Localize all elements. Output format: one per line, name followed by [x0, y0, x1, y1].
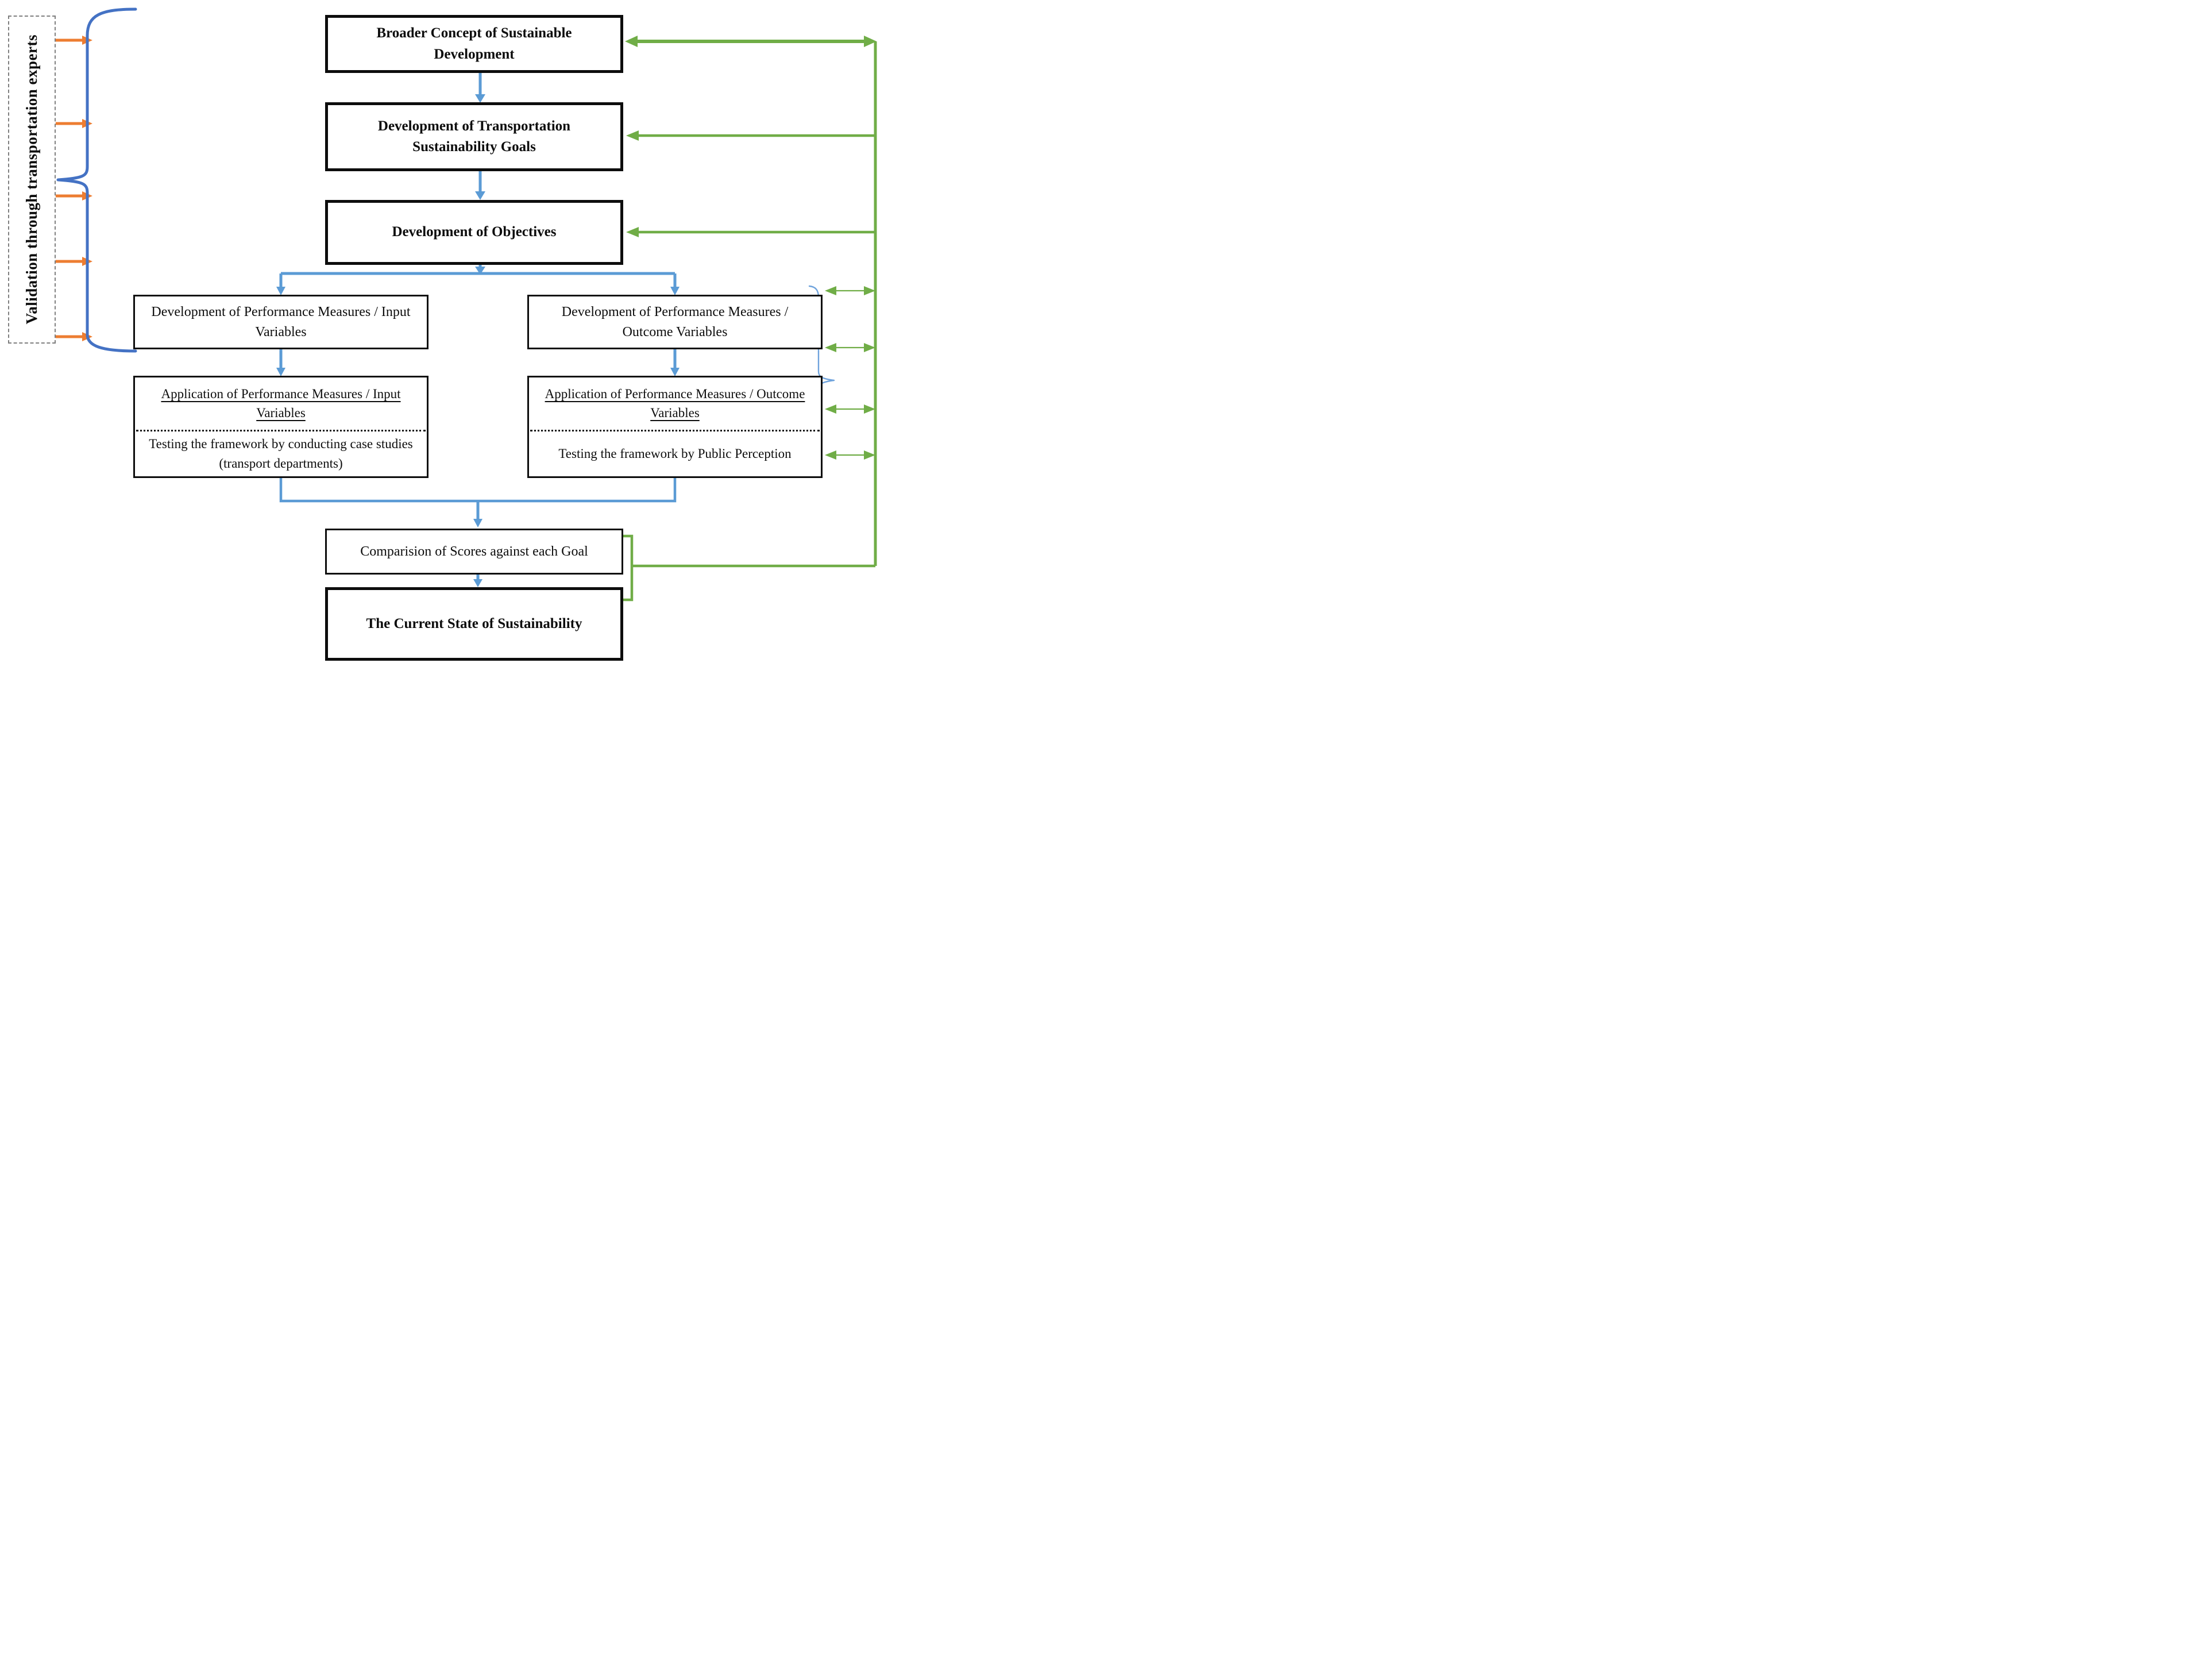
- box-outcome-application-title: Application of Performance Measures / Ou…: [545, 386, 805, 421]
- merge-line: [279, 478, 677, 503]
- box-input-application-note: Testing the framework by conducting case…: [149, 437, 413, 471]
- validation-panel-label: Validation through transportation expert…: [23, 34, 40, 325]
- box-current-state-label: The Current State of Sustainability: [366, 615, 582, 631]
- box-outcome-application: Application of Performance Measures / Ou…: [527, 376, 823, 478]
- down-arrow-icon: [475, 73, 485, 103]
- box-comparison-label: Comparision of Scores against each Goal: [360, 544, 588, 559]
- green-left-arrow-icon: [626, 227, 875, 237]
- green-double-arrow-icon: [825, 286, 875, 295]
- left-validation-brace-icon: [56, 7, 137, 353]
- green-double-arrow-icon: [825, 343, 875, 352]
- box-sustainability-goals-label: Development of Transportation Sustainabi…: [377, 118, 571, 155]
- box-current-state: The Current State of Sustainability: [325, 587, 623, 661]
- blue-flow-connectors: [276, 73, 680, 587]
- flowchart-figure: Validation through transportation expert…: [0, 0, 885, 664]
- box-input-application-title: Application of Performance Measures / In…: [161, 386, 401, 421]
- box-input-measures: Development of Performance Measures / In…: [133, 295, 428, 349]
- dotted-divider: [530, 429, 820, 431]
- green-feedback-loop: [623, 36, 877, 602]
- box-outcome-measures: Development of Performance Measures / Ou…: [527, 295, 823, 349]
- down-arrow-icon: [670, 273, 680, 295]
- connector-layer: [56, 7, 877, 602]
- box-outcome-application-note: Testing the framework by Public Percepti…: [558, 446, 792, 461]
- down-arrow-icon: [473, 501, 482, 527]
- box-broader-concept: Broader Concept of Sustainable Developme…: [325, 15, 623, 73]
- down-arrow-icon: [670, 349, 680, 376]
- down-arrow-icon: [473, 575, 482, 587]
- down-arrow-icon: [276, 349, 285, 376]
- down-arrow-icon: [475, 265, 485, 275]
- down-arrow-icon: [475, 171, 485, 200]
- validation-panel: Validation through transportation expert…: [8, 16, 56, 344]
- box-objectives-label: Development of Objectives: [392, 224, 557, 240]
- green-double-arrow-icon: [825, 404, 875, 414]
- feedback-elbow: [623, 534, 875, 602]
- box-sustainability-goals: Development of Transportation Sustainabi…: [325, 102, 623, 171]
- green-double-arrow-icon: [825, 450, 875, 460]
- box-comparison: Comparision of Scores against each Goal: [325, 529, 623, 575]
- box-broader-concept-label: Broader Concept of Sustainable Developme…: [376, 25, 572, 62]
- green-double-arrow-icon: [625, 36, 877, 47]
- green-left-arrow-icon: [626, 130, 875, 141]
- box-input-application: Application of Performance Measures / In…: [133, 376, 428, 478]
- down-arrow-icon: [276, 273, 285, 295]
- box-objectives: Development of Objectives: [325, 200, 623, 265]
- dotted-divider: [136, 429, 426, 431]
- box-input-measures-label: Development of Performance Measures / In…: [151, 304, 411, 340]
- box-outcome-measures-label: Development of Performance Measures / Ou…: [561, 304, 789, 340]
